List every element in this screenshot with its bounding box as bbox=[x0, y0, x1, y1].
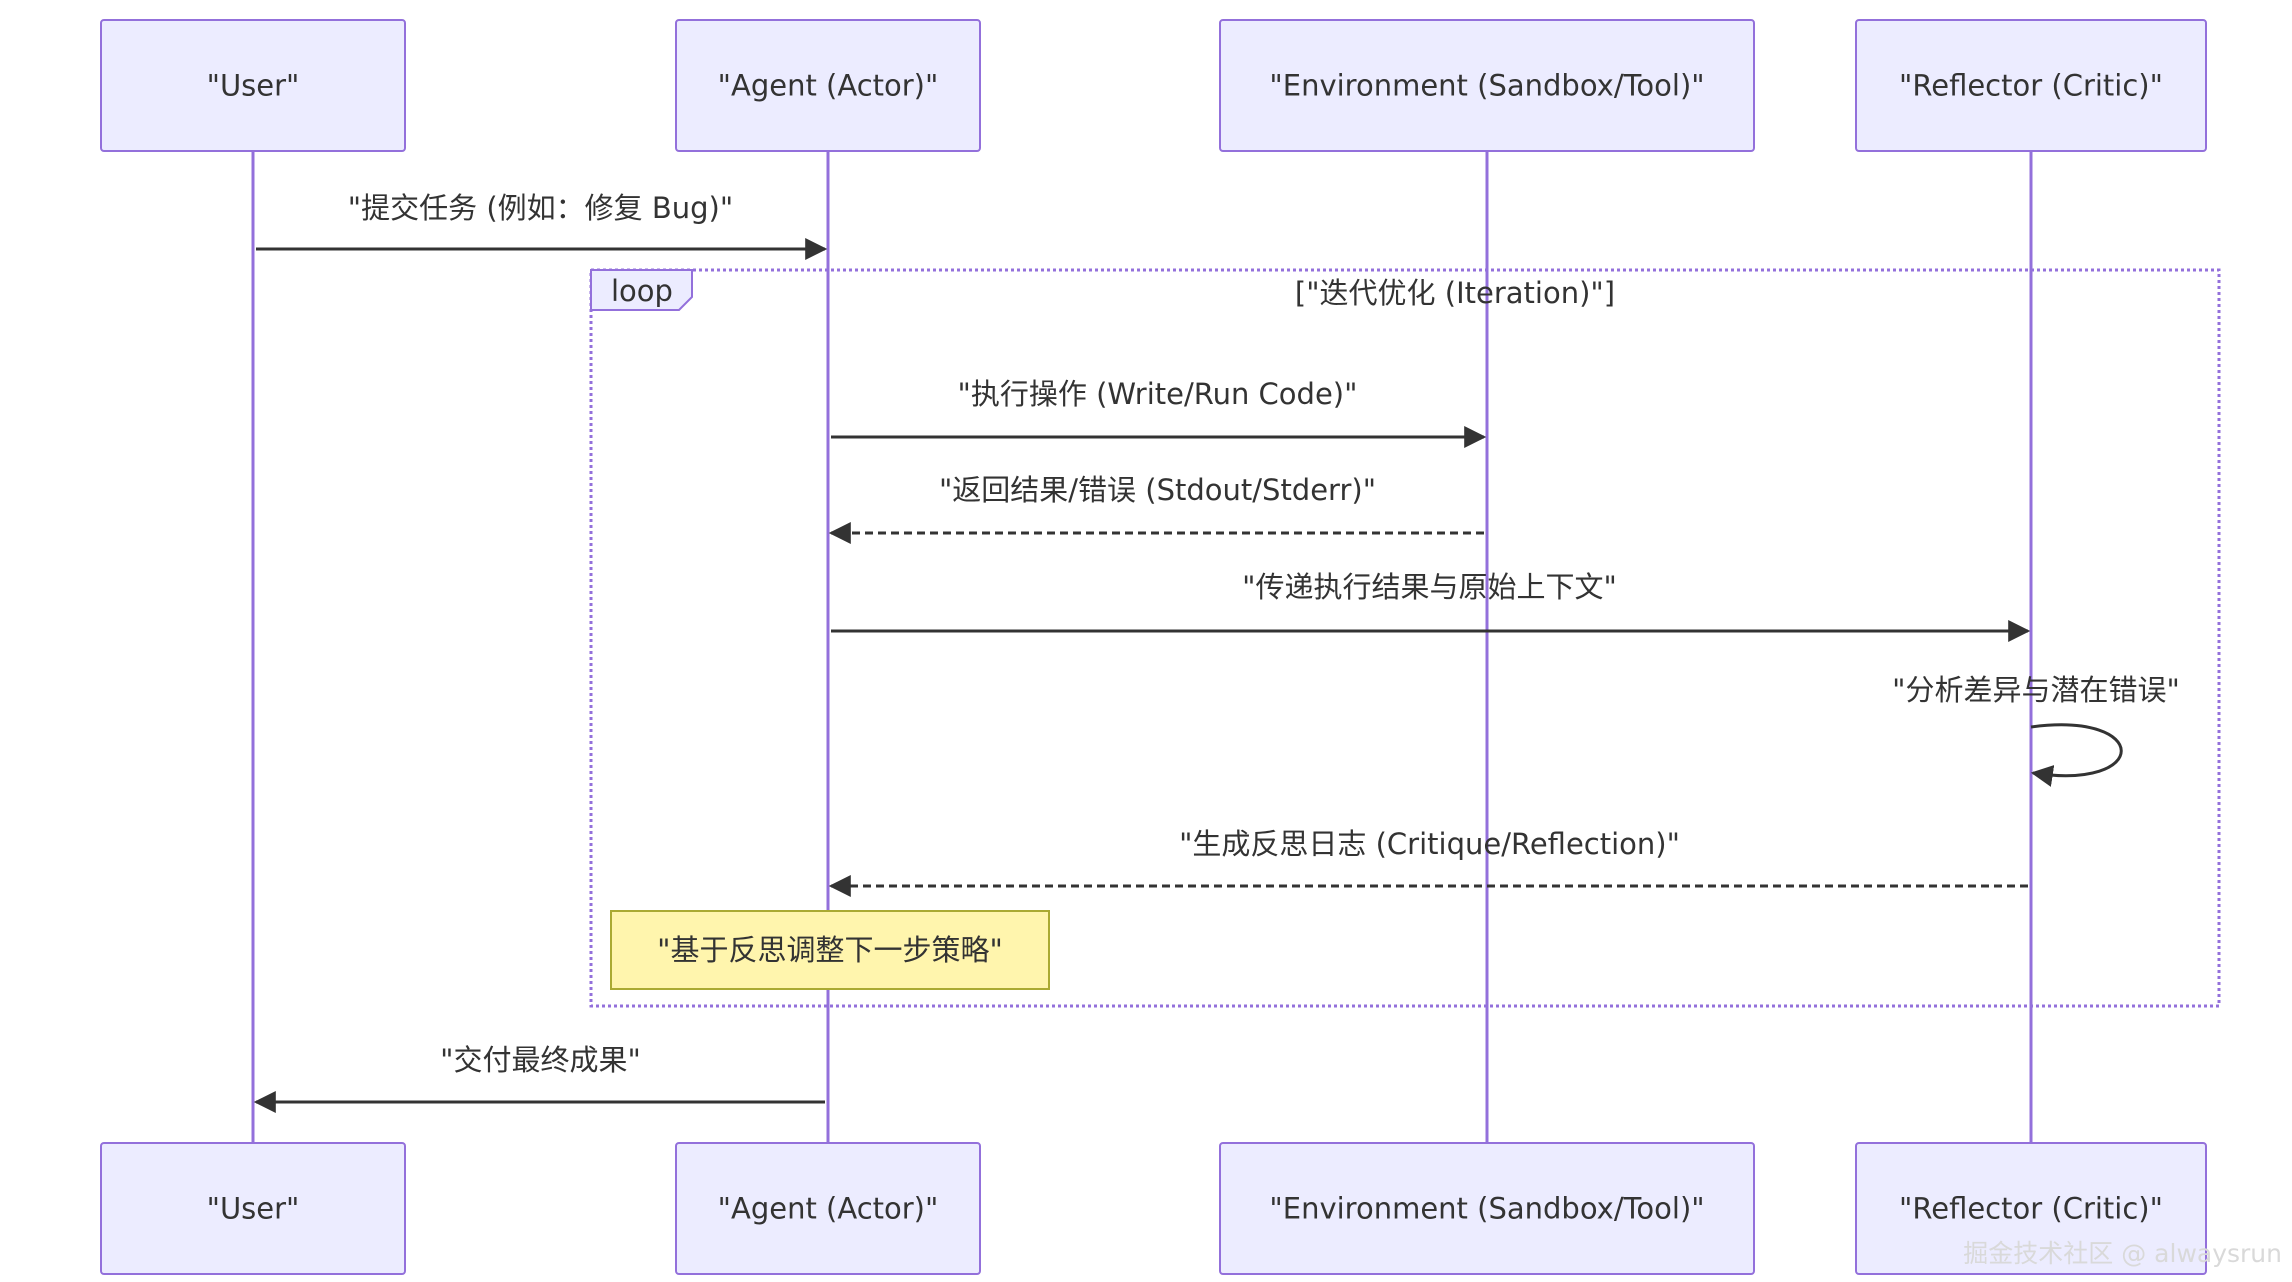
participant-box-agent-top bbox=[675, 19, 981, 152]
watermark: 掘金技术社区 @ alwaysrun bbox=[1963, 1239, 2282, 1268]
message-label-2: "执行操作 (Write/Run Code)" bbox=[958, 377, 1358, 411]
participant-box-user-top bbox=[100, 19, 406, 152]
lifelines bbox=[251, 151, 2033, 1143]
note: "基于反思调整下一步策略" bbox=[610, 910, 1050, 990]
participant-label-agent-top: "Agent (Actor)" bbox=[718, 69, 939, 103]
participant-label-user-bottom: "User" bbox=[207, 1192, 300, 1226]
participant-box-reflector-top bbox=[1855, 19, 2207, 152]
participants-bottom: "User" "Agent (Actor)" "Environment (Sandb… bbox=[100, 1142, 2207, 1275]
participant-label-user-top: "User" bbox=[207, 69, 300, 103]
message-arrow-5 bbox=[2030, 723, 2123, 787]
loop-border bbox=[589, 268, 2221, 1008]
participant-box-env-top bbox=[1219, 19, 1755, 152]
participant-box-env-bottom bbox=[1219, 1142, 1755, 1275]
message-label-6: "生成反思日志 (Critique/Reflection)" bbox=[1179, 827, 1680, 861]
message-label-1: "提交任务 (例如：修复 Bug)" bbox=[348, 191, 733, 225]
loop-frame: loop ["迭代优化 (Iteration)"] bbox=[589, 268, 2221, 1008]
message-label-4: "传递执行结果与原始上下文" bbox=[1242, 570, 1617, 604]
loop-title: ["迭代优化 (Iteration)"] bbox=[1295, 276, 1615, 310]
participant-box-agent-bottom bbox=[675, 1142, 981, 1275]
participant-label-reflector-bottom: "Reflector (Critic)" bbox=[1899, 1192, 2163, 1226]
participants-top: "User" "Agent (Actor)" "Environment (Sandb… bbox=[100, 19, 2207, 152]
participant-box-user-bottom bbox=[100, 1142, 406, 1275]
participant-label-reflector-top: "Reflector (Critic)" bbox=[1899, 69, 2163, 103]
loop-tag-label: loop bbox=[611, 274, 673, 308]
message-label-3: "返回结果/错误 (Stdout/Stderr)" bbox=[939, 473, 1376, 507]
participant-label-env-top: "Environment (Sandbox/Tool)" bbox=[1269, 69, 1704, 103]
note-box bbox=[610, 910, 1050, 990]
loop-tag-box bbox=[590, 269, 693, 311]
message-label-7: "交付最终成果" bbox=[440, 1043, 641, 1077]
participant-label-env-bottom: "Environment (Sandbox/Tool)" bbox=[1269, 1192, 1704, 1226]
participant-label-agent-bottom: "Agent (Actor)" bbox=[718, 1192, 939, 1226]
message-label-5: "分析差异与潜在错误" bbox=[1892, 673, 2180, 707]
note-text: "基于反思调整下一步策略" bbox=[657, 933, 1003, 967]
participant-box-reflector-bottom bbox=[1855, 1142, 2207, 1275]
messages: "提交任务 (例如：修复 Bug)" "执行操作 (Write/Run Code)… bbox=[253, 191, 2180, 1113]
